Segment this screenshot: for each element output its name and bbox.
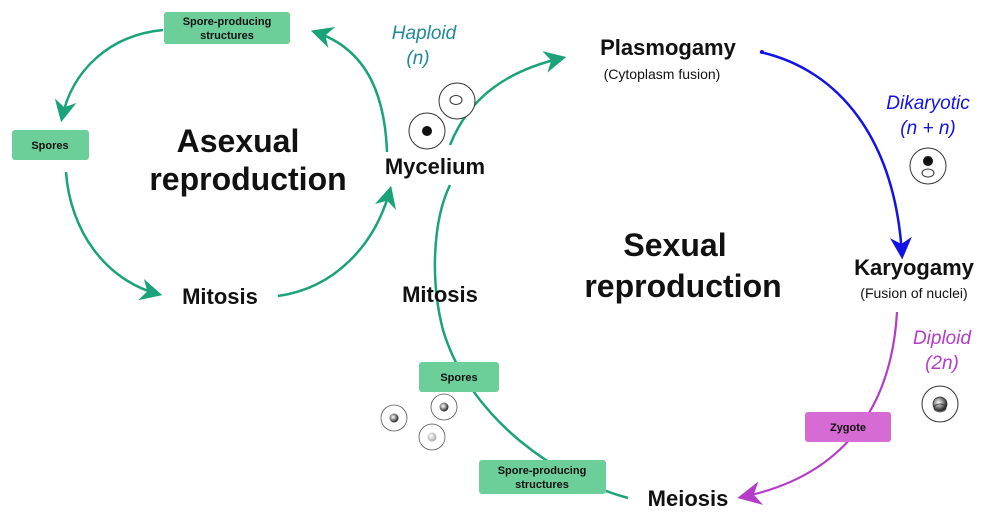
mycelium-label: Mycelium — [385, 154, 485, 179]
asexual-arrow-spores-to-mitosis — [66, 172, 158, 294]
haploid-cell-icon-light — [439, 83, 475, 119]
diploid-cell-icon — [922, 386, 958, 422]
plasmogamy-label: Plasmogamy — [600, 35, 736, 60]
asexual-mitosis-label: Mitosis — [182, 284, 258, 309]
sexual-title-line1: Sexual — [623, 227, 726, 263]
diploid-label-line1: Diploid — [913, 328, 973, 349]
dikaryotic-label-line1: Dikaryotic — [886, 93, 970, 114]
dikaryotic-cell-icon — [910, 148, 946, 184]
sexual-arrow-karyogamy-to-meiosis — [742, 312, 897, 497]
svg-text:Zygote: Zygote — [830, 422, 866, 434]
karyogamy-label: Karyogamy — [854, 255, 975, 280]
plasmogamy-sublabel: (Cytoplasm fusion) — [604, 66, 721, 82]
svg-text:Spores: Spores — [440, 372, 477, 384]
sexual-spores-box: Spores — [419, 362, 499, 392]
svg-text:Spore-producing: Spore-producing — [498, 465, 587, 477]
diploid-label-line2: (2n) — [925, 353, 959, 374]
sexual-arrow-plasmogamy-to-karyogamy — [760, 52, 902, 255]
haploid-label-line1: Haploid — [392, 23, 458, 44]
haploid-label-line2: (n) — [406, 48, 429, 69]
svg-text:structures: structures — [515, 479, 569, 491]
karyogamy-sublabel: (Fusion of nuclei) — [860, 285, 967, 301]
asexual-spores-box: Spores — [12, 130, 89, 160]
asexual-title-line1: Asexual — [177, 123, 300, 159]
svg-text:Spores: Spores — [31, 140, 68, 152]
asexual-title-line2: reproduction — [149, 161, 346, 197]
sexual-title-line2: reproduction — [584, 268, 781, 304]
spore-cluster-icon — [381, 394, 457, 450]
sexual-mitosis-label: Mitosis — [402, 282, 478, 307]
haploid-cell-icon-dark — [409, 113, 445, 149]
svg-text:structures: structures — [200, 30, 254, 42]
zygote-box: Zygote — [805, 412, 891, 442]
asexual-arrow-mitosis-to-mycelium — [278, 190, 390, 296]
asexual-arrow-mycelium-to-top — [315, 32, 387, 152]
dikaryotic-label-line2: (n + n) — [900, 118, 955, 139]
sexual-line-meiosis-to-mycelium — [435, 185, 628, 498]
svg-text:Spore-producing: Spore-producing — [183, 16, 272, 28]
asexual-arrow-top-to-spores — [62, 30, 163, 118]
asexual-top-structures-box: Spore-producing structures — [164, 12, 290, 44]
meiosis-label: Meiosis — [648, 486, 729, 511]
sexual-bottom-structures-box: Spore-producing structures — [479, 460, 606, 494]
